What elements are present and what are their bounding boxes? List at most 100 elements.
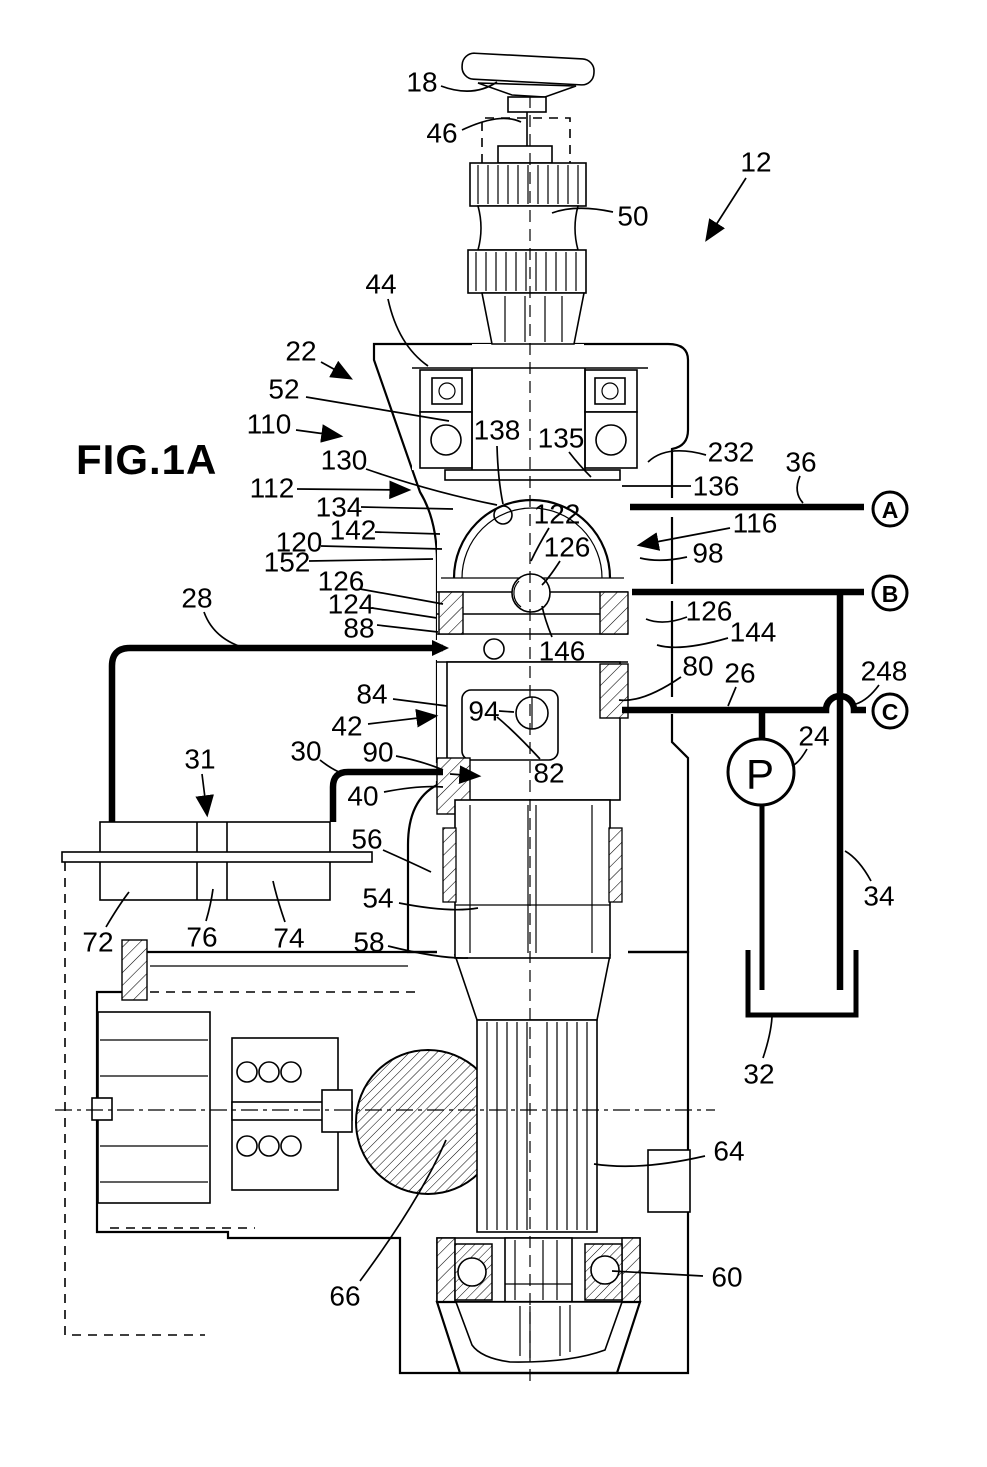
bottom-ball-left: [457, 1257, 487, 1287]
ref-label-232: 232: [708, 437, 755, 468]
port-circle-C: [871, 692, 909, 730]
leader-146: [541, 605, 553, 638]
ref-label-134: 134: [316, 492, 363, 523]
leader-52: [305, 396, 450, 422]
ref-label-135: 135: [538, 423, 585, 454]
leader-50: [551, 207, 614, 214]
handle-18: [461, 52, 595, 86]
ref-label-94: 94: [468, 696, 499, 727]
ref-label-32: 32: [743, 1059, 774, 1090]
ref-label-248: 248: [861, 656, 908, 687]
leader-60: [611, 1270, 704, 1277]
left-bearing-ball: [430, 424, 462, 456]
ref-label-76: 76: [186, 922, 217, 953]
ref-label-22: 22: [285, 336, 316, 367]
leader-120: [320, 545, 443, 550]
leader-80: [618, 676, 682, 702]
ref-label-112: 112: [250, 473, 295, 504]
leader-135: [568, 451, 592, 478]
ref-label-50: 50: [617, 201, 648, 232]
ref-label-146: 146: [539, 636, 586, 667]
leader-32: [762, 1016, 773, 1059]
spool-54: [454, 799, 611, 959]
port-138: [493, 505, 513, 525]
leader-44: [387, 298, 429, 367]
ref-label-46: 46: [426, 118, 457, 149]
ref-label-28: 28: [181, 583, 212, 614]
leader-122: [530, 527, 550, 562]
wire-28: [108, 644, 443, 822]
ref-label-80: 80: [682, 651, 713, 682]
ref-label-152: 152: [264, 547, 311, 578]
leader-94: [498, 710, 515, 713]
ref-label-60: 60: [711, 1262, 742, 1293]
bottom-bearing: [435, 1237, 642, 1375]
ref-label-54: 54: [362, 883, 393, 914]
ref-label-144: 144: [730, 617, 777, 648]
leader-40: [383, 785, 444, 793]
leader-110: [295, 424, 344, 443]
ref-label-40: 40: [347, 781, 378, 812]
ref-label-31: 31: [184, 744, 215, 775]
port-circle-B: [871, 574, 909, 612]
ref-label-64: 64: [713, 1136, 744, 1167]
leader-76: [205, 888, 214, 922]
leader-142: [374, 531, 441, 535]
wire-30: [329, 768, 443, 822]
leader-126: [541, 560, 561, 586]
seal-80: [599, 663, 629, 719]
leader-116: [636, 527, 731, 551]
leader-22: [320, 360, 353, 380]
leader-124: [371, 607, 438, 619]
ref-label-36: 36: [785, 447, 816, 478]
ref-label-66: 66: [329, 1281, 360, 1312]
right-seal: [584, 369, 638, 413]
reference-labels: 1846125044225211013011213414212015212612…: [82, 67, 907, 1312]
port-circle-A: [871, 490, 909, 528]
ball-126: [511, 573, 551, 613]
leader-72: [105, 891, 130, 928]
ref-label-142: 142: [330, 515, 377, 546]
leader-248: [855, 684, 880, 705]
ref-label-116: 116: [733, 508, 778, 539]
leader-90: [395, 755, 444, 771]
port-letter-c: C: [882, 699, 899, 725]
hydraulic-schematic: A B C P: [622, 490, 909, 1018]
ref-label-120: 120: [276, 527, 323, 558]
pilot-motor: [97, 1011, 211, 1204]
leader-82: [496, 716, 541, 760]
leader-84: [392, 698, 448, 707]
bottom-ball-right: [590, 1255, 620, 1285]
leader-28: [203, 611, 249, 650]
ref-label-42: 42: [331, 711, 362, 742]
ref-label-74: 74: [273, 923, 304, 954]
stroke-limit-box-46: [481, 117, 571, 163]
port-letter-a: A: [882, 497, 899, 523]
ref-label-72: 72: [82, 927, 113, 958]
leader-24: [791, 748, 808, 767]
line-C: [622, 692, 866, 714]
leader-134: [360, 506, 454, 510]
ref-label-58: 58: [353, 927, 384, 958]
ref-label-26: 26: [724, 658, 755, 689]
ref-label-44: 44: [365, 269, 396, 300]
leader-31: [195, 773, 214, 818]
leader-66: [359, 1139, 447, 1282]
ref-label-126: 126: [318, 566, 365, 597]
leader-54: [398, 902, 479, 911]
leader-42: [367, 708, 439, 728]
leader-56: [382, 849, 432, 873]
leader-152: [308, 558, 434, 562]
lower-shaft: [453, 954, 611, 1233]
ref-label-82: 82: [533, 758, 564, 789]
leader-130: [365, 468, 498, 506]
ref-label-18: 18: [406, 67, 437, 98]
ref-label-52: 52: [268, 374, 299, 405]
leader-18: [440, 81, 498, 92]
leader-74: [272, 880, 286, 923]
ref-label-84: 84: [356, 679, 387, 710]
leader-144: [656, 637, 729, 649]
ref-label-126: 126: [686, 596, 733, 627]
solenoid-assembly: [61, 640, 482, 1336]
